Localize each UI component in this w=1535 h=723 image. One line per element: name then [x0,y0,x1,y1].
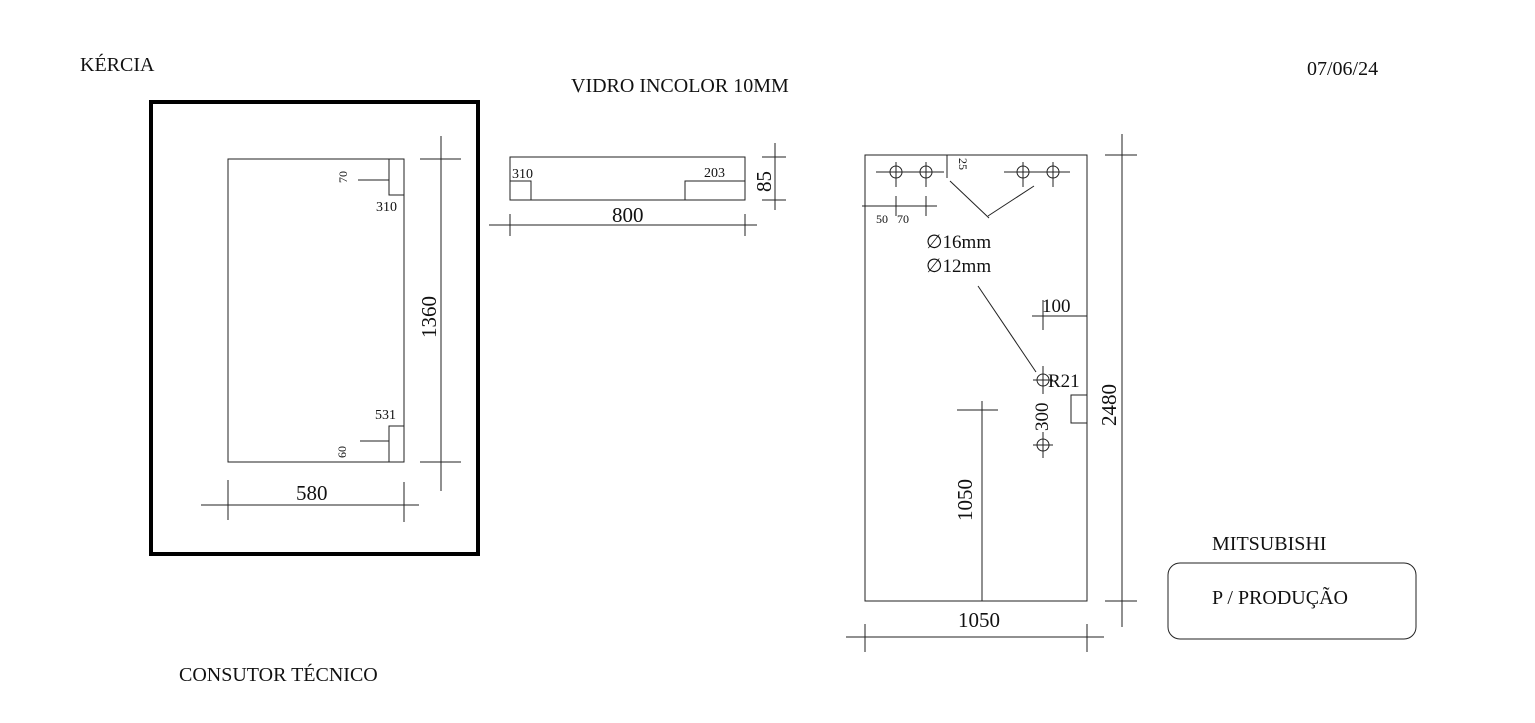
top-notch [388,159,404,196]
dim-top-notch-height: 70 [336,171,350,183]
piece-left-outline [227,158,405,463]
dim-left-height: 1360 [417,296,441,338]
production-stamp-box [1167,562,1417,640]
consultant-label: CONSUTOR TÉCNICO [179,663,378,686]
piece-small: 800 85 310 203 [489,143,786,236]
dim-edge-offset: 100 [1042,296,1071,317]
hole-diameter-12: ∅12mm [926,256,991,277]
piece-small-outline [509,156,746,201]
bottom-notch [388,425,404,462]
production-stamp-label: P / PRODUÇÃO [1212,585,1348,609]
piece-right-outline [864,154,1088,602]
handle-notch [1070,394,1087,424]
dim-left-width: 580 [296,481,328,505]
dim-small-right-notch: 203 [704,166,725,181]
glass-spec-title: VIDRO INCOLOR 10MM [571,75,789,97]
dim-bottom-notch-height: 60 [335,446,349,458]
left-notch [510,180,532,200]
piece-right: 50 70 25 ∅16mm ∅12mm 100 R21 300 [846,134,1137,652]
dim-bottom-notch-offset: 531 [375,408,396,423]
dim-hole-spacing: 300 [1032,403,1053,432]
brand-label: MITSUBISHI [1212,533,1326,555]
dim-top-offset: 25 [956,158,970,170]
dim-handle-height: 1050 [953,479,977,521]
right-notch [684,180,745,200]
dim-right-height: 2480 [1097,384,1121,426]
dim-top-notch-depth: 310 [376,200,397,215]
hole-12mm-left [919,162,933,187]
handle-hole-bottom [1033,432,1053,458]
dim-small-height: 85 [752,171,776,192]
dim-right-width: 1050 [958,608,1000,632]
dim-hole-offset-1: 50 [876,212,888,226]
hole-16mm-left [889,162,903,187]
selection-frame [149,100,480,556]
hole-diameter-16: ∅16mm [926,232,991,253]
piece-left: 580 1360 70 310 531 60 [149,100,480,556]
hole-16mm-right [1016,162,1030,187]
hole-12mm-right [1046,162,1060,187]
drawing-date: 07/06/24 [1307,58,1378,80]
radius-label: R21 [1048,371,1080,392]
dim-small-left-notch: 310 [512,167,533,182]
dim-small-width: 800 [612,203,644,227]
handle-hole-top [1033,366,1053,394]
dim-hole-offset-2: 70 [897,212,909,226]
client-name: KÉRCIA [80,53,155,76]
